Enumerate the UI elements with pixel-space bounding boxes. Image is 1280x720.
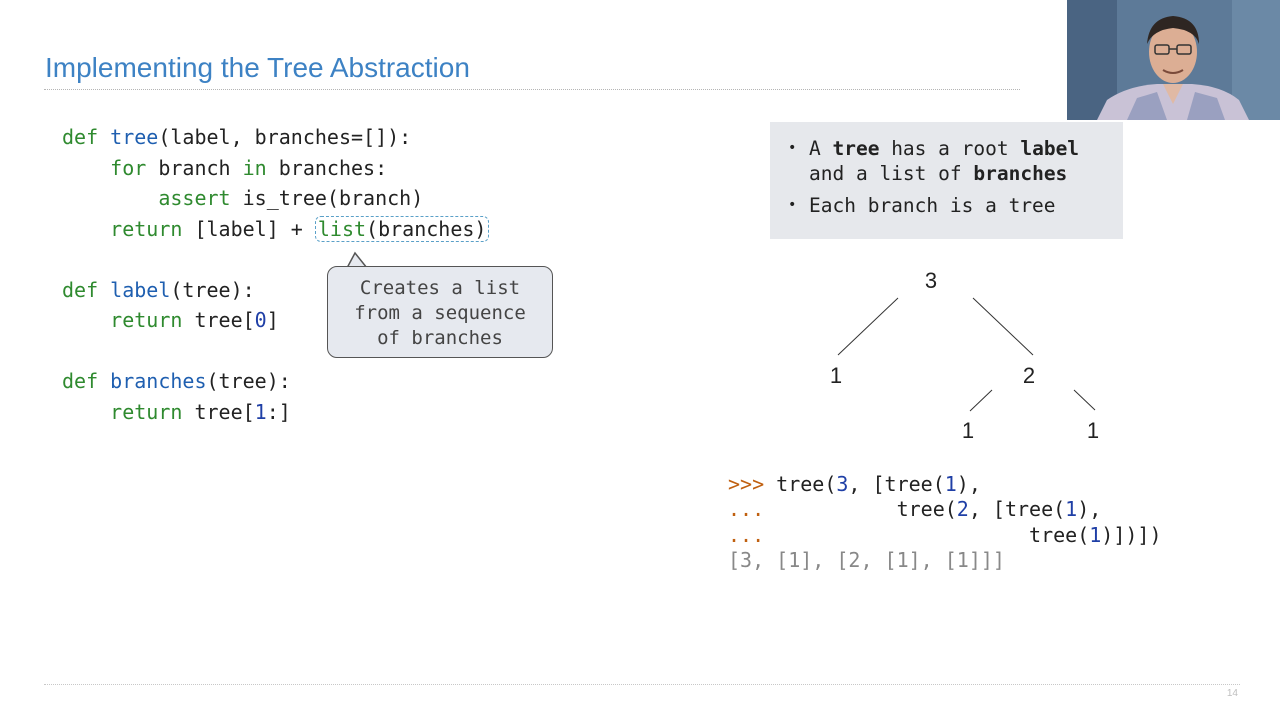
tree-edge <box>837 297 899 356</box>
code-text: (tree): <box>170 277 255 302</box>
list-call-highlight: list(branches) <box>314 215 490 242</box>
code-function-name: label <box>110 277 171 302</box>
repl-number: 1 <box>944 472 957 496</box>
code-text: [label] + <box>182 216 315 241</box>
code-keyword: for <box>110 155 147 180</box>
bullet-bold: tree <box>832 137 880 160</box>
callout-line: from a sequence <box>354 302 526 324</box>
callout-line: Creates a list <box>359 277 521 299</box>
repl-text: ), <box>1077 497 1102 522</box>
bullet-text: A <box>809 137 833 160</box>
code-keyword: def <box>62 369 99 393</box>
presenter-image <box>1067 0 1280 120</box>
slide-title: Implementing the Tree Abstraction <box>45 52 470 83</box>
tree-code-block: def tree(label, branches=[]): for branch… <box>62 122 490 427</box>
list-callout: Creates a list from a sequence of branch… <box>327 266 553 358</box>
repl-prompt: ... <box>728 497 765 522</box>
bullet-marker: • <box>788 197 797 213</box>
repl-number: 1 <box>1089 522 1102 547</box>
repl-text: ), <box>956 472 981 496</box>
tree-node-right: 2 <box>1023 363 1035 388</box>
code-keyword: in <box>242 155 267 180</box>
repl-text: , [tree( <box>848 472 945 496</box>
footer-divider <box>44 684 1240 685</box>
repl-text: tree( <box>764 522 1090 547</box>
code-keyword: def <box>62 125 99 149</box>
code-keyword: def <box>62 277 99 302</box>
code-builtin: list <box>317 216 367 241</box>
code-number: 0 <box>254 308 267 332</box>
bullet-marker: • <box>788 140 797 156</box>
callout-line: of branches <box>377 327 503 349</box>
code-keyword: return <box>110 399 183 424</box>
repl-text: )])]) <box>1101 522 1162 547</box>
repl-text: tree( <box>764 497 957 522</box>
code-function-name: tree <box>110 125 159 149</box>
code-text: (tree): <box>206 369 291 393</box>
code-keyword: return <box>110 308 183 332</box>
page-number: 14 <box>1226 688 1238 699</box>
code-text: (label, branches=[]): <box>158 125 412 149</box>
code-number: 1 <box>254 399 267 424</box>
repl-number: 2 <box>956 497 969 522</box>
tree-node-leaf: 1 <box>1087 418 1099 443</box>
code-text: is_tree(branch) <box>230 186 424 210</box>
code-text: branch <box>146 155 243 180</box>
code-text: tree[ <box>182 308 255 332</box>
tree-node-root: 3 <box>925 268 937 293</box>
repl-prompt: >>> <box>728 472 765 496</box>
title-divider <box>44 89 1020 90</box>
tree-edge <box>1073 389 1096 411</box>
code-text: ] <box>266 308 279 332</box>
tree-edge <box>969 389 993 412</box>
bullet-text: Each branch is a tree <box>809 194 1056 217</box>
repl-prompt: ... <box>728 522 765 547</box>
tree-node-left: 1 <box>830 363 842 388</box>
repl-output: [3, [1], [2, [1], [1]]] <box>728 547 1005 572</box>
repl-text: , [tree( <box>968 497 1066 522</box>
tree-definition-box: • A tree has a root label and a list of … <box>770 122 1123 239</box>
repl-text: tree( <box>764 472 837 496</box>
code-text: :] <box>266 399 291 424</box>
bullet-text: has a root <box>879 137 1021 160</box>
code-function-name: branches <box>110 369 207 393</box>
bullet-bold: label <box>1020 137 1080 160</box>
repl-number: 3 <box>836 472 849 496</box>
tree-edge <box>972 297 1034 356</box>
code-text: branches: <box>266 155 388 180</box>
code-keyword: return <box>110 216 183 241</box>
tree-node-leaf: 1 <box>962 418 974 443</box>
repl-block: >>> tree(3, [tree(1), ... tree(2, [tree(… <box>728 472 1162 573</box>
presenter-webcam <box>1067 0 1280 120</box>
repl-number: 1 <box>1065 497 1078 522</box>
code-keyword: assert <box>158 186 231 210</box>
bullet-text: and a list of <box>809 162 974 185</box>
bullet-item: • Each branch is a tree <box>788 193 1123 218</box>
bullet-bold: branches <box>973 162 1068 185</box>
code-text: tree[ <box>182 399 255 424</box>
code-text: (branches) <box>366 216 487 241</box>
bullet-item: • A tree has a root label and a list of … <box>788 136 1123 186</box>
